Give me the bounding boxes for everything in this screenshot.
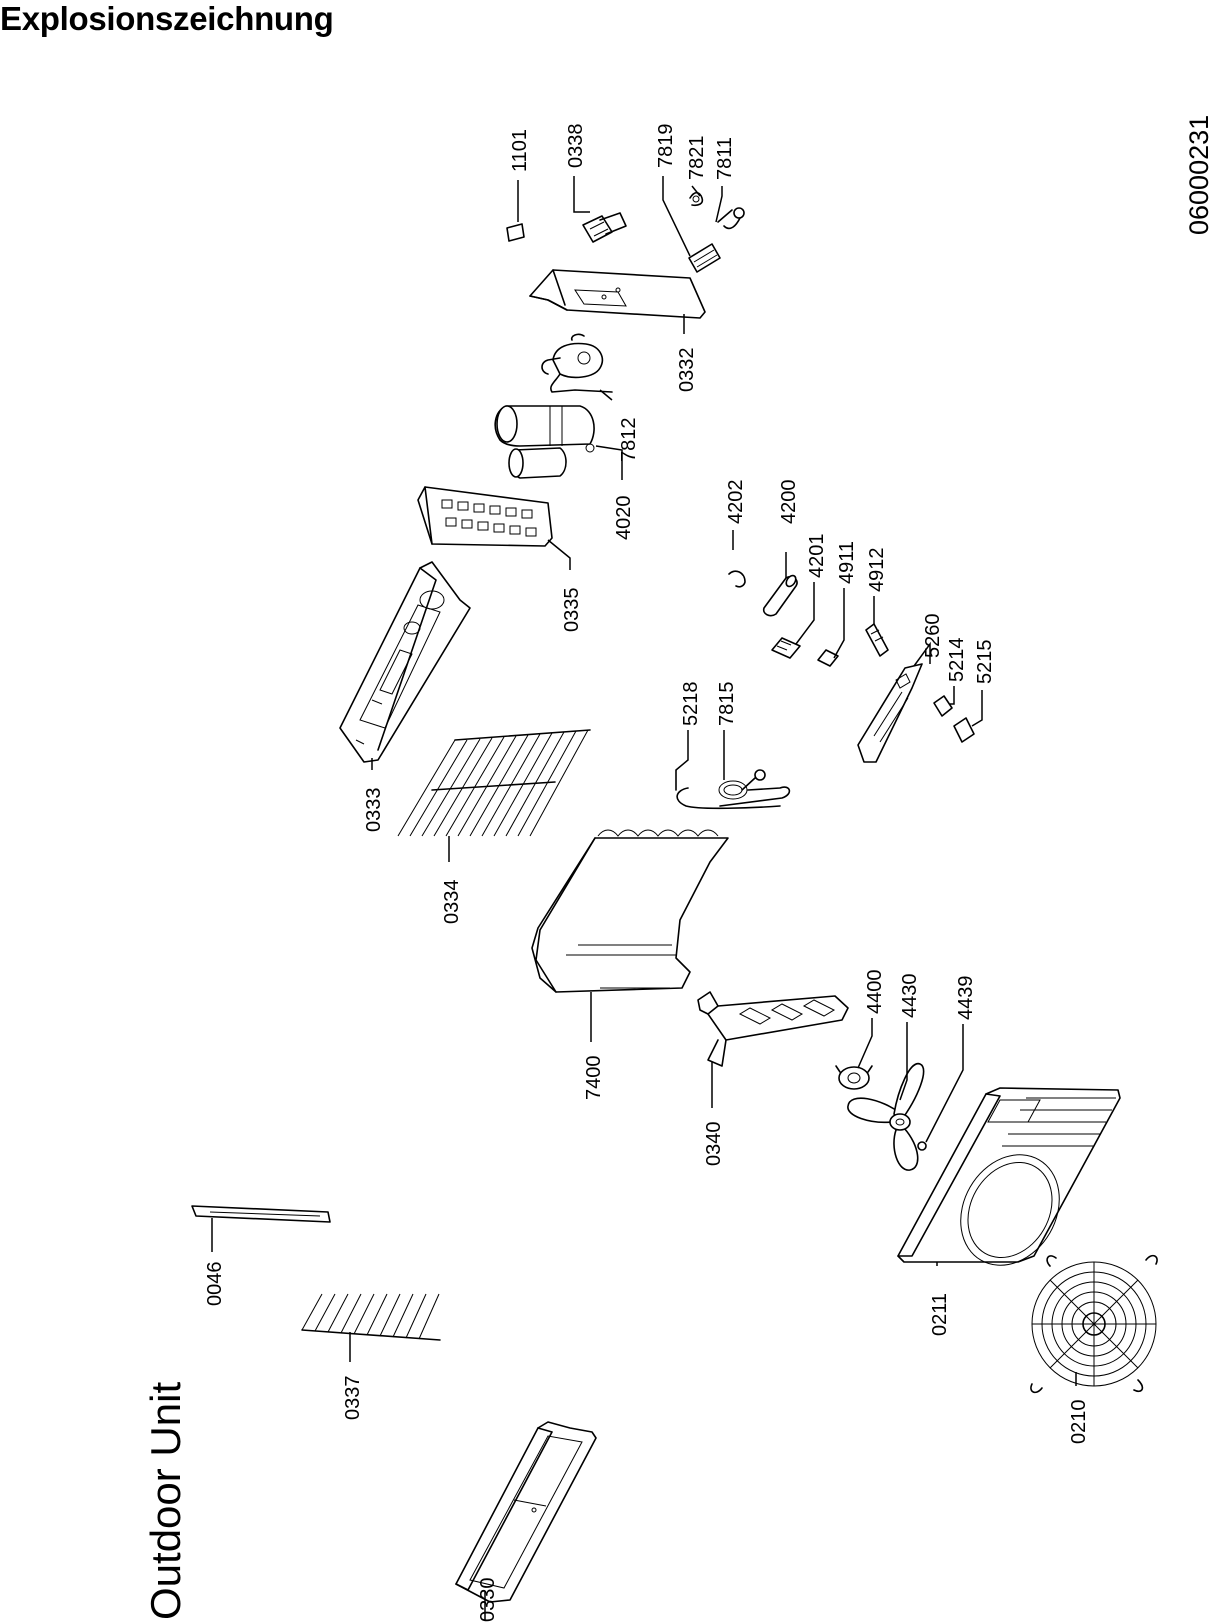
part-label-4400: 4400 bbox=[864, 970, 886, 1015]
part-label-4430: 4430 bbox=[899, 974, 921, 1019]
part-5214-board bbox=[933, 695, 953, 717]
part-label-0335: 0335 bbox=[561, 588, 583, 633]
part-label-7815: 7815 bbox=[716, 682, 738, 727]
part-label-7400: 7400 bbox=[583, 1056, 605, 1101]
part-label-0340: 0340 bbox=[703, 1122, 725, 1167]
part-label-0332: 0332 bbox=[676, 348, 698, 393]
part-5215-board bbox=[953, 717, 975, 743]
part-7815-sensor-cable bbox=[718, 769, 791, 807]
part-label-1101: 1101 bbox=[509, 129, 531, 172]
part-label-5218: 5218 bbox=[680, 682, 702, 727]
part-label-5214: 5214 bbox=[946, 638, 968, 683]
part-1101-label-plate bbox=[506, 223, 525, 242]
part-label-0338: 0338 bbox=[565, 124, 587, 169]
part-7812-valve-assembly bbox=[541, 333, 613, 393]
part-0333-base-pan bbox=[339, 561, 471, 763]
part-4400-fan-motor bbox=[835, 1065, 873, 1090]
part-label-4911: 4911 bbox=[836, 541, 858, 584]
part-label-0337: 0337 bbox=[342, 1376, 364, 1421]
part-label-0333: 0333 bbox=[363, 788, 385, 833]
part-4439-fan-nut bbox=[917, 1141, 927, 1151]
leader-lines bbox=[211, 176, 1077, 1620]
part-label-5215: 5215 bbox=[974, 640, 996, 685]
part-label-0210: 0210 bbox=[1068, 1400, 1090, 1445]
part-4912-terminal-strip bbox=[865, 623, 889, 657]
part-5260-control-board bbox=[857, 663, 923, 763]
part-label-4202: 4202 bbox=[725, 480, 747, 525]
part-label-4912: 4912 bbox=[866, 548, 888, 593]
part-7400-condenser-coil bbox=[531, 829, 729, 993]
part-0340-motor-bracket bbox=[697, 991, 849, 1067]
part-0330-top-cover bbox=[455, 1421, 597, 1603]
part-0332-right-side-panel bbox=[529, 269, 706, 319]
unit-subtitle: Outdoor Unit bbox=[142, 1382, 189, 1620]
part-label-4439: 4439 bbox=[955, 976, 977, 1021]
part-4430-fan-blade bbox=[847, 1063, 925, 1171]
part-5218-wiring bbox=[675, 769, 781, 810]
part-label-4200: 4200 bbox=[778, 480, 800, 525]
part-label-7812: 7812 bbox=[618, 418, 640, 463]
part-label-4201: 4201 bbox=[806, 534, 828, 579]
part-4201-terminal-block bbox=[771, 637, 801, 659]
part-0335-partition-plate bbox=[417, 486, 553, 547]
part-0337-side-wire-guard bbox=[301, 1293, 441, 1341]
part-7811-valve bbox=[717, 207, 745, 230]
part-0211-front-panel bbox=[897, 1087, 1121, 1266]
part-label-7819: 7819 bbox=[655, 124, 677, 169]
part-label-4020: 4020 bbox=[613, 496, 635, 541]
part-label-0046: 0046 bbox=[204, 1262, 226, 1307]
part-4202-clamp bbox=[728, 570, 746, 588]
drawing-number: 06000231 bbox=[1184, 115, 1213, 235]
part-labels: 1101 0338 7819 7821 7811 0332 7812 4020 … bbox=[204, 124, 1090, 1623]
part-0338-terminal-board bbox=[582, 212, 627, 243]
part-4911-connector bbox=[817, 649, 839, 667]
part-label-0334: 0334 bbox=[441, 880, 463, 925]
part-4200-capacitor bbox=[762, 574, 798, 617]
part-0210-fan-guard bbox=[1030, 1254, 1158, 1394]
part-4020-compressor bbox=[494, 405, 595, 479]
part-label-0330: 0330 bbox=[477, 1578, 499, 1623]
part-0334-rear-wire-guard bbox=[397, 729, 591, 837]
page-title: Explosionszeichnung bbox=[0, 0, 334, 37]
part-7821-sensor bbox=[689, 191, 704, 207]
part-label-7811: 7811 bbox=[714, 137, 736, 180]
part-7819-reversing-valve-board bbox=[688, 243, 721, 273]
part-0046-handle bbox=[191, 1205, 331, 1223]
part-label-5260: 5260 bbox=[922, 614, 944, 659]
part-label-7821: 7821 bbox=[686, 136, 708, 181]
part-label-0211: 0211 bbox=[929, 1293, 951, 1336]
